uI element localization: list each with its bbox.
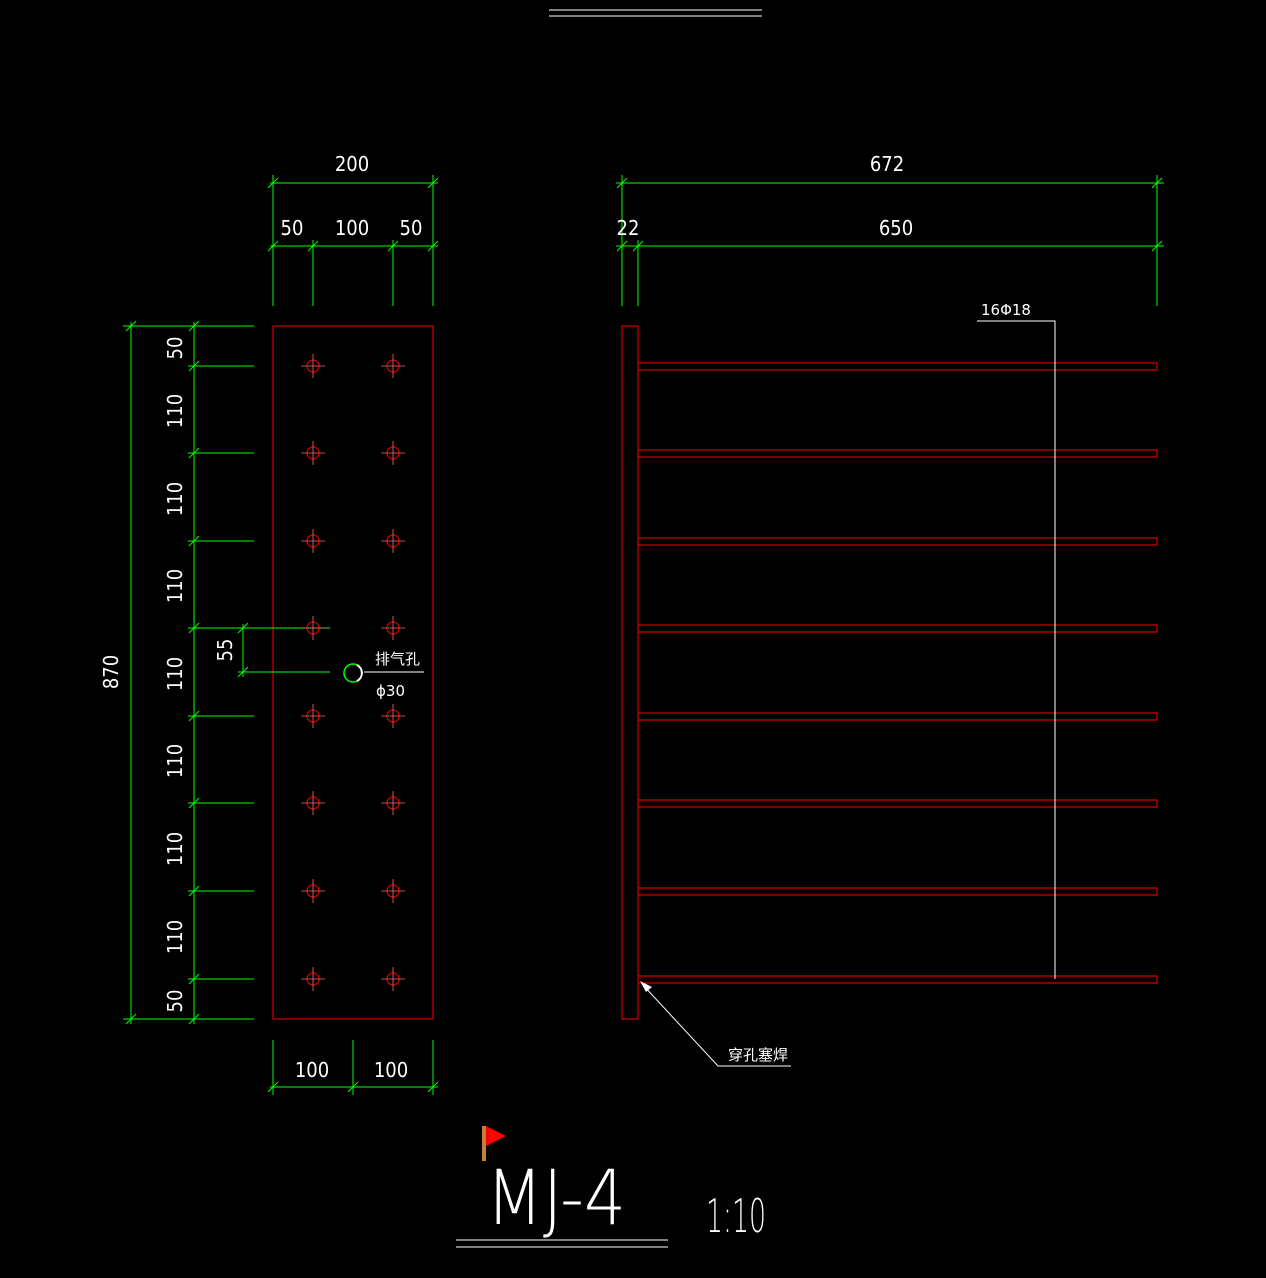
anchor-hole bbox=[381, 354, 405, 378]
anchor-hole bbox=[301, 879, 325, 903]
header-rule bbox=[549, 9, 762, 17]
anchor-hole-grid bbox=[301, 354, 405, 991]
anchor-bar bbox=[637, 624, 1158, 633]
elevation-dimensions: 672 22 650 bbox=[616, 152, 1164, 306]
anchor-hole bbox=[301, 354, 325, 378]
plan-height-part-9: 50 bbox=[163, 990, 187, 1013]
vent-offset-value: 55 bbox=[213, 639, 237, 662]
elevation-bar-length: 650 bbox=[879, 216, 913, 240]
anchor-hole bbox=[381, 967, 405, 991]
anchor-hole bbox=[381, 529, 405, 553]
anchor-bar bbox=[637, 449, 1158, 458]
anchor-hole bbox=[301, 441, 325, 465]
plan-height-part-5: 110 bbox=[163, 657, 187, 691]
anchor-hole bbox=[381, 704, 405, 728]
anchor-bar bbox=[637, 537, 1158, 546]
plan-view: 200 50 100 50 bbox=[99, 152, 439, 1095]
plan-height-part-6: 110 bbox=[163, 744, 187, 778]
plan-top-dimensions: 200 50 100 50 bbox=[267, 152, 439, 306]
leader-arrow-icon bbox=[640, 981, 652, 992]
plan-bottom-part-1: 100 bbox=[295, 1058, 329, 1082]
plan-width-total: 200 bbox=[335, 152, 369, 176]
plan-height-part-4: 110 bbox=[163, 569, 187, 603]
anchor-hole bbox=[301, 967, 325, 991]
elevation-view: 672 22 650 16Φ18 穿孔塞焊 bbox=[616, 152, 1164, 1067]
elevation-plate-thickness: 22 bbox=[617, 216, 640, 240]
plan-bottom-part-2: 100 bbox=[374, 1058, 408, 1082]
plan-height-part-2: 110 bbox=[163, 394, 187, 428]
anchor-bar bbox=[637, 362, 1158, 371]
anchor-hole bbox=[381, 879, 405, 903]
vent-hole-diameter: ϕ30 bbox=[376, 682, 405, 700]
weld-callout: 穿孔塞焊 bbox=[640, 981, 791, 1067]
plan-left-dimensions: 870 50 110 110 110 110 110 110 110 50 bbox=[99, 320, 254, 1025]
drawing-title: MJ-4 bbox=[486, 1153, 626, 1242]
elevation-length-total: 672 bbox=[870, 152, 904, 176]
plan-height-total: 870 bbox=[99, 655, 123, 689]
anchor-hole bbox=[301, 704, 325, 728]
title-block: MJ-4 1:10 bbox=[456, 1126, 766, 1248]
anchor-bar bbox=[637, 712, 1158, 721]
plan-height-part-3: 110 bbox=[163, 482, 187, 516]
anchor-hole bbox=[381, 441, 405, 465]
plan-width-part-1: 50 bbox=[281, 216, 304, 240]
vent-offset-dimension: 55 bbox=[190, 622, 330, 678]
plan-height-part-7: 110 bbox=[163, 832, 187, 866]
anchor-hole bbox=[301, 616, 325, 640]
vent-hole: 排气孔 ϕ30 bbox=[343, 650, 424, 700]
plan-width-part-2: 100 bbox=[335, 216, 369, 240]
anchor-bar bbox=[637, 975, 1158, 984]
plan-bottom-dimensions: 100 100 bbox=[267, 1040, 439, 1095]
anchor-hole bbox=[301, 791, 325, 815]
rebar-callout-label: 16Φ18 bbox=[981, 301, 1031, 319]
flag-icon bbox=[482, 1126, 506, 1161]
drawing-scale: 1:10 bbox=[706, 1189, 766, 1243]
weld-callout-label: 穿孔塞焊 bbox=[728, 1046, 788, 1064]
anchor-bar bbox=[637, 799, 1158, 808]
anchor-hole bbox=[301, 529, 325, 553]
vent-hole-label: 排气孔 bbox=[375, 650, 420, 668]
anchor-hole bbox=[381, 616, 405, 640]
plan-height-part-1: 50 bbox=[163, 337, 187, 360]
anchor-hole bbox=[381, 791, 405, 815]
plan-width-part-3: 50 bbox=[400, 216, 423, 240]
anchor-bar bbox=[637, 887, 1158, 896]
plan-height-part-8: 110 bbox=[163, 920, 187, 954]
elevation-plate bbox=[621, 325, 639, 1020]
rebar-callout: 16Φ18 bbox=[977, 301, 1056, 979]
anchor-bar-group bbox=[637, 362, 1158, 984]
